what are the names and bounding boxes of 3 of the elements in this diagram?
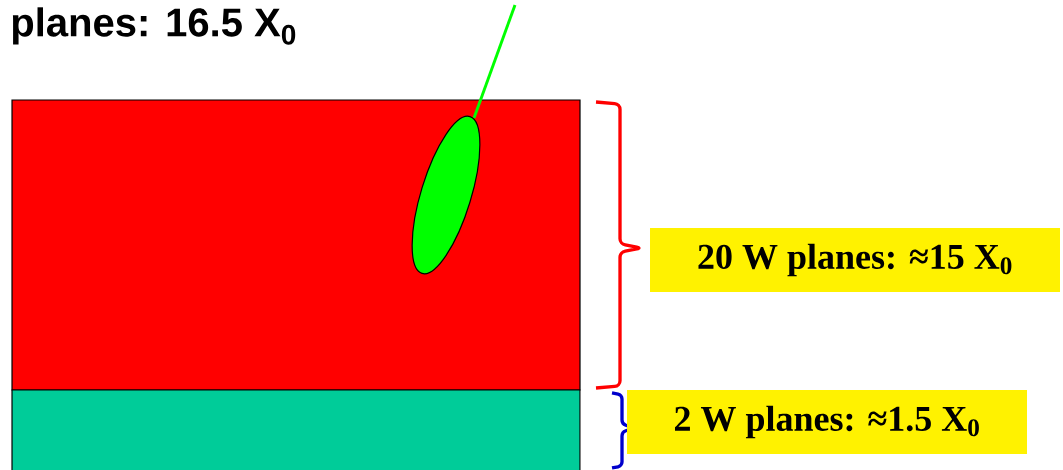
- label-box: 2 W planes: ≈1.5 X$_{0}$: [627, 390, 1027, 454]
- title: planes: 16.5 X$_{0}$: [12, 7, 296, 45]
- label-box: 20 W planes: ≈15 X$_{0}$: [650, 228, 1060, 292]
